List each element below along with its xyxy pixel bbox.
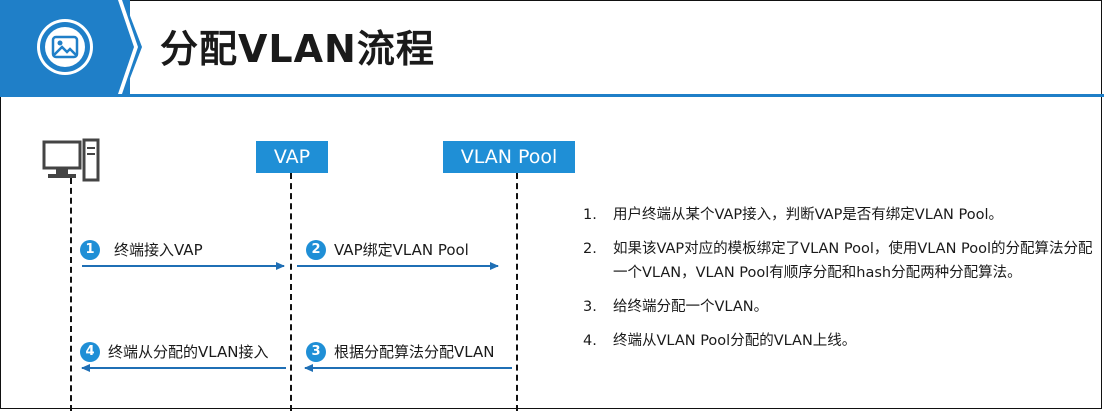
header-chevron <box>118 0 142 94</box>
vap-box: VAP <box>256 141 328 173</box>
step-3: 3 根据分配算法分配VLAN <box>306 341 494 362</box>
note-item: 1. 用户终端从某个VAP接入，判断VAP是否有绑定VLAN Pool。 <box>583 203 1093 227</box>
note-text: 给终端分配一个VLAN。 <box>613 299 769 315</box>
step-label: 终端接入VAP <box>114 241 203 259</box>
step-number: 3 <box>306 341 326 362</box>
image-icon <box>37 19 93 75</box>
step-number: 1 <box>80 239 100 260</box>
step-4: 4 终端从分配的VLAN接入 <box>80 341 268 362</box>
step-number: 2 <box>306 239 326 260</box>
page-title: 分配VLAN流程 <box>160 27 435 71</box>
note-item: 2. 如果该VAP对应的模板绑定了VLAN Pool，使用VLAN Pool的分… <box>583 237 1093 285</box>
note-number: 3. <box>583 299 597 315</box>
process-notes: 1. 用户终端从某个VAP接入，判断VAP是否有绑定VLAN Pool。 2. … <box>583 203 1093 363</box>
pool-lifeline <box>516 173 518 411</box>
note-number: 4. <box>583 333 597 349</box>
note-item: 4. 终端从VLAN Pool分配的VLAN上线。 <box>583 329 1093 353</box>
step-1: 1 终端接入VAP <box>80 239 203 260</box>
vap-lifeline <box>290 173 292 411</box>
note-text: 如果该VAP对应的模板绑定了VLAN Pool，使用VLAN Pool的分配算法… <box>613 241 1093 281</box>
note-text: 用户终端从某个VAP接入，判断VAP是否有绑定VLAN Pool。 <box>613 207 1004 223</box>
note-number: 2. <box>583 241 597 257</box>
step-label: 根据分配算法分配VLAN <box>334 343 495 361</box>
vlan-pool-box: VLAN Pool <box>443 141 575 173</box>
computer-icon <box>42 138 100 186</box>
header-divider <box>0 94 1104 97</box>
note-item: 3. 给终端分配一个VLAN。 <box>583 295 1093 319</box>
step-number: 4 <box>80 341 100 362</box>
step-2: 2 VAP绑定VLAN Pool <box>306 239 469 260</box>
note-text: 终端从VLAN Pool分配的VLAN上线。 <box>613 333 857 349</box>
terminal-lifeline <box>70 178 72 411</box>
step-label: VAP绑定VLAN Pool <box>334 241 469 259</box>
step-label: 终端从分配的VLAN接入 <box>108 343 269 361</box>
note-number: 1. <box>583 207 597 223</box>
